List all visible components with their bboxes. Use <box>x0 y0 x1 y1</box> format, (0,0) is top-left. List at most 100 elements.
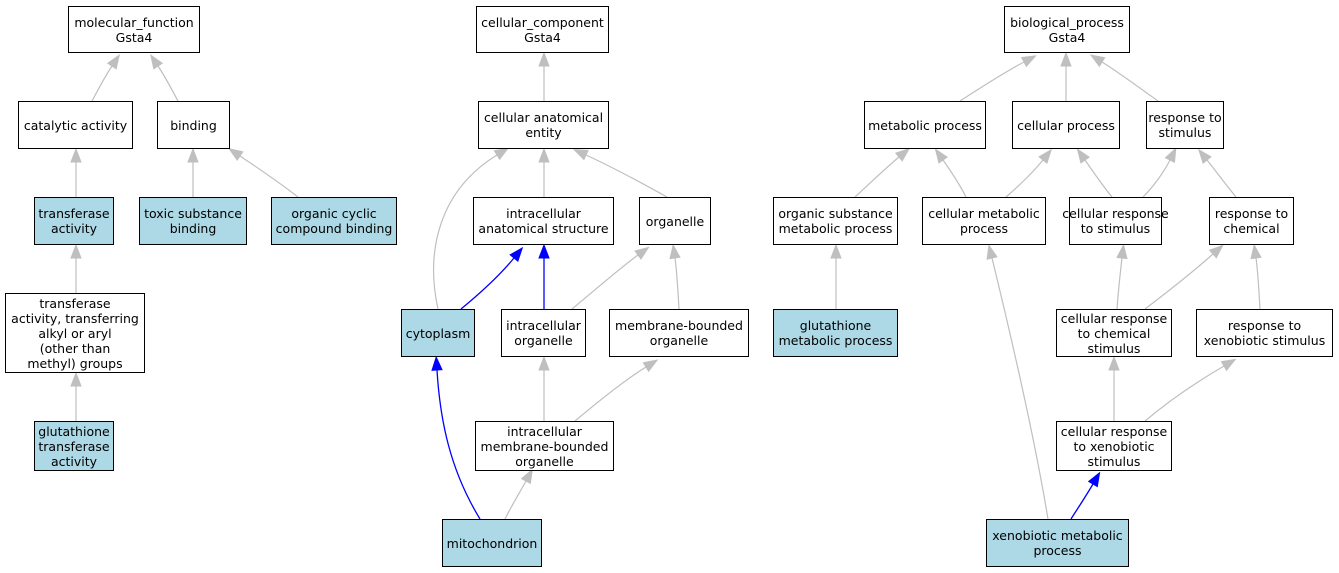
term-label-line: molecular_function <box>74 14 194 30</box>
edge-arrowhead <box>538 147 550 163</box>
term-label-line: cellular response <box>1060 310 1168 326</box>
edge-arrowhead <box>669 243 681 260</box>
term-label-line: metabolic process <box>778 221 893 236</box>
term-node-cat[interactable]: catalytic activity <box>18 101 133 149</box>
term-label-line: stimulus <box>1158 125 1212 140</box>
term-label-line: intracellular <box>506 206 581 221</box>
term-label-line: cellular response <box>1062 206 1169 221</box>
edge-crs-to-rs <box>1142 147 1177 198</box>
edge-imbo-to-mbo <box>574 359 659 422</box>
edge-line <box>1101 61 1159 102</box>
edge-arrowhead <box>1089 54 1106 68</box>
term-label-line: cytoplasm <box>405 325 471 341</box>
edge-rs-to-bp <box>1089 54 1159 102</box>
edge-line <box>959 61 1025 102</box>
edge-line <box>991 257 1049 520</box>
edge-cmp-to-cp <box>1005 148 1052 198</box>
edge-line <box>1255 257 1261 310</box>
term-label-line: activity <box>50 453 98 469</box>
term-label-line: glutathione <box>799 318 872 333</box>
edge-arrowhead <box>1164 147 1177 164</box>
edge-ias-to-cae <box>538 147 550 197</box>
edge-line <box>1142 159 1171 198</box>
term-node-mito[interactable]: mitochondrion <box>442 519 542 567</box>
term-label-line: organelle <box>649 333 709 348</box>
edge-cmp-to-met <box>934 148 967 198</box>
edge-imbo-to-io <box>538 355 550 421</box>
edge-osm-to-met <box>854 147 911 198</box>
edge-cae-to-cc <box>538 51 550 101</box>
term-label-line: entity <box>525 125 562 140</box>
term-label-line: cellular process <box>1017 117 1115 133</box>
edge-rxs-to-rc <box>1250 243 1262 310</box>
term-label-line: response to <box>1214 206 1289 221</box>
term-label-line: compound binding <box>275 221 393 236</box>
term-label-line: transferase <box>38 438 110 454</box>
term-label-line: stimulus <box>1087 453 1141 469</box>
term-label-line: toxic substance <box>144 206 242 221</box>
edge-xmp-to-crxs <box>1070 471 1101 520</box>
edge-tal-to-tra <box>70 243 82 294</box>
term-label-line: activity <box>50 221 98 236</box>
term-label-line: cellular response <box>1060 423 1168 439</box>
term-label-line: membrane-bounded <box>480 438 609 454</box>
edge-arrowhead <box>634 246 650 260</box>
edge-line <box>1144 365 1225 422</box>
edge-line <box>1070 483 1094 520</box>
edge-line <box>91 65 113 102</box>
term-label-line: process <box>959 221 1009 236</box>
term-node-bind[interactable]: binding <box>157 101 230 149</box>
edge-tox-to-bind <box>187 147 199 197</box>
term-label-line: intracellular <box>507 423 582 439</box>
term-label-line: xenobiotic stimulus <box>1203 333 1326 348</box>
edge-arrowhead <box>1020 55 1037 68</box>
term-node-cyto[interactable]: cytoplasm <box>401 309 475 357</box>
edge-line <box>1005 159 1044 198</box>
edge-arrowhead <box>1076 148 1090 164</box>
edge-line <box>1144 253 1214 310</box>
term-node-cp[interactable]: cellular process <box>1012 101 1120 149</box>
term-label-line: response to <box>1227 318 1302 333</box>
edge-xmp-to-cmp <box>986 244 1049 520</box>
edge-line <box>1084 159 1113 198</box>
edge-arrowhead <box>70 371 82 387</box>
term-label-line: biological_process <box>1010 14 1124 30</box>
edge-arrowhead <box>572 149 589 161</box>
edge-arrowhead <box>509 246 524 263</box>
term-label-line: Gsta4 <box>1048 29 1086 45</box>
edge-rc-to-rs <box>1198 148 1237 198</box>
edge-crcs-to-crs <box>1116 243 1128 310</box>
edge-cyto-to-cae <box>433 147 510 310</box>
edge-arrowhead <box>1208 244 1224 259</box>
term-node-org[interactable]: organelle <box>639 197 711 245</box>
term-label-line: transferase <box>39 295 111 311</box>
edge-crxs-to-rxs <box>1144 358 1237 422</box>
edge-tra-to-cat <box>70 147 82 198</box>
edge-line <box>504 480 527 520</box>
term-node-met[interactable]: metabolic process <box>864 101 986 149</box>
edge-arrowhead <box>1108 355 1120 371</box>
